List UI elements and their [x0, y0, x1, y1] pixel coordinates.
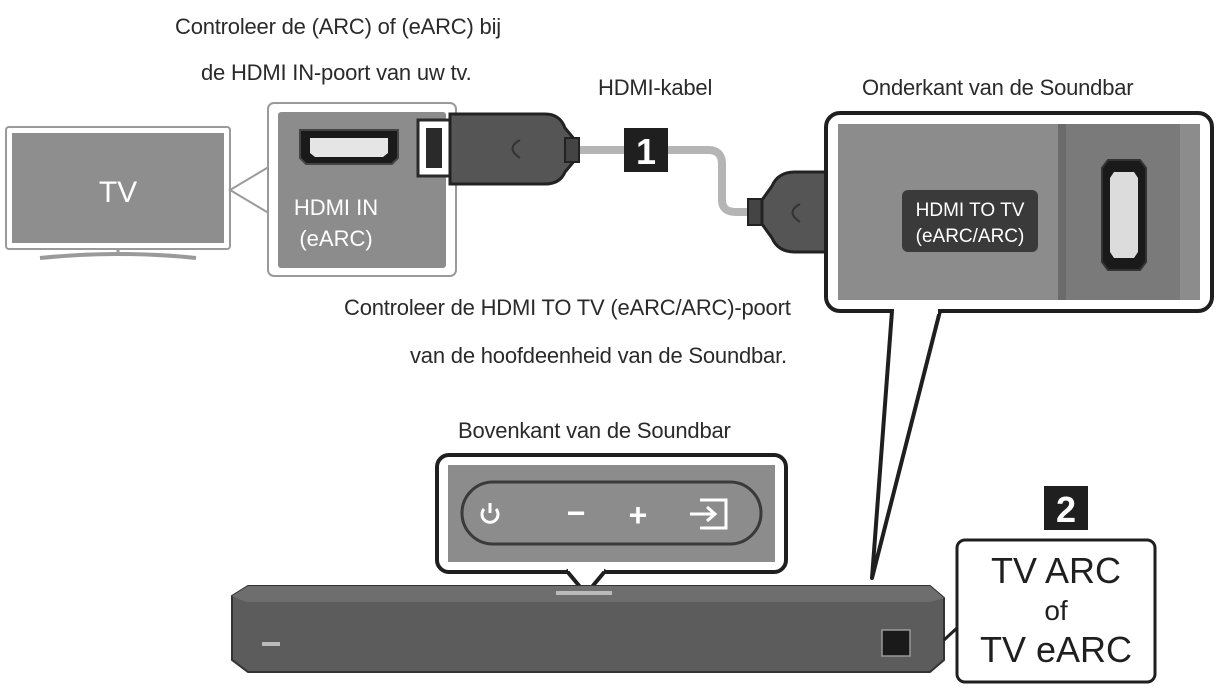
tv-arc-text: TV ARC	[991, 550, 1121, 591]
soundbar-illustration	[231, 585, 945, 673]
check-tv-port-instruction-line2: de HDMI IN-poort van uw tv.	[201, 60, 472, 85]
power-icon	[480, 503, 500, 524]
check-soundbar-port-instruction-line1: Controleer de HDMI TO TV (eARC/ARC)-poor…	[344, 295, 791, 320]
volume-up-icon: +	[629, 497, 648, 533]
svg-text:1: 1	[636, 131, 656, 172]
tv-earc-text: TV eARC	[980, 629, 1132, 670]
of-text: of	[1044, 595, 1068, 626]
soundbar-bottom-callout-pointer	[870, 310, 942, 580]
tv-arc-mode-box: TV ARC of TV eARC	[955, 538, 1157, 684]
tv-illustration: TV	[5, 126, 231, 260]
hdmi-in-label: HDMI IN	[294, 195, 378, 220]
soundbar-bottom-panel: HDMI TO TV (eARC/ARC)	[824, 111, 1214, 313]
check-soundbar-port-instruction-line2: van de hoofdeenheid van de Soundbar.	[410, 343, 787, 368]
hdmi-to-tv-label: HDMI TO TV	[916, 200, 1025, 221]
soundbar-bottom-label: Onderkant van de Soundbar	[862, 75, 1134, 100]
tv-callout-pointer	[228, 163, 273, 217]
soundbar-top-label: Bovenkant van de Soundbar	[458, 418, 731, 443]
earc-arc-label: (eARC/ARC)	[916, 226, 1025, 247]
volume-down-icon: −	[567, 495, 586, 531]
source-icon	[690, 498, 728, 530]
tv-hdmi-port-panel: HDMI IN (eARC)	[267, 102, 457, 277]
earc-label: (eARC)	[299, 226, 372, 251]
step-1-badge: 1	[624, 128, 668, 172]
tv-label: TV	[99, 176, 137, 209]
svg-text:2: 2	[1056, 489, 1076, 530]
check-tv-port-instruction-line1: Controleer de (ARC) of (eARC) bij	[175, 14, 501, 39]
step-2-badge: 2	[1044, 486, 1088, 530]
hdmi-cable-label: HDMI-kabel	[598, 75, 713, 100]
soundbar-top-panel: − +	[435, 453, 788, 574]
hdmi-to-tv-port-icon	[1101, 159, 1147, 271]
